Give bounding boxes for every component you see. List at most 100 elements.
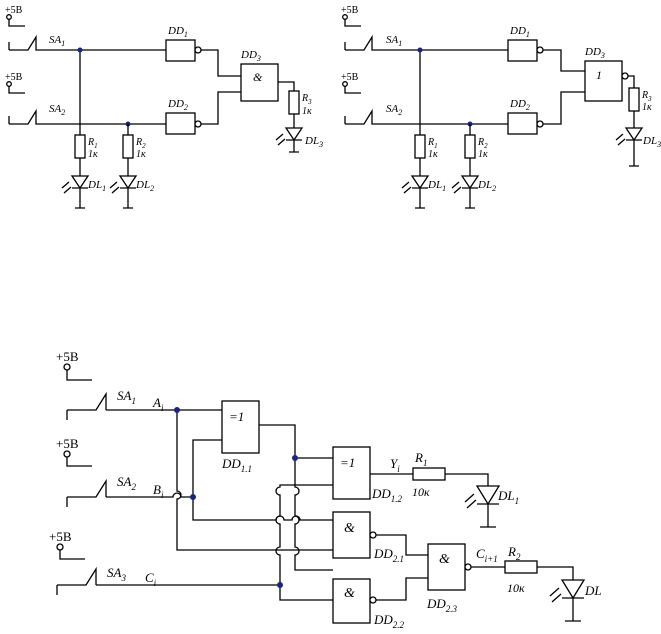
svg-text:&: & <box>344 521 355 536</box>
svg-text:+5B: +5B <box>5 72 23 83</box>
gate-dd2-2: & DD2.2 <box>332 578 405 630</box>
supply-terminal-2: +5B <box>56 436 92 467</box>
led-dl: DL <box>549 579 602 622</box>
wire-nand2-out <box>376 577 428 601</box>
wire-dd2-out <box>201 91 241 125</box>
supply-terminal-1: +5B <box>341 5 361 27</box>
svg-text:SA3: SA3 <box>107 565 126 583</box>
svg-text:1к: 1к <box>88 149 98 160</box>
junction-b <box>190 494 196 500</box>
wire-dd1-out <box>201 49 241 77</box>
label-output-y: Yi <box>390 456 400 474</box>
led-dl1: DL1 <box>401 175 446 209</box>
svg-text:=1: =1 <box>229 409 244 424</box>
wire-nand1-out <box>376 534 428 556</box>
wire-b <box>106 492 193 498</box>
gate-dd2-3: & DD2.3 <box>426 543 472 614</box>
label-input-c: Ci <box>145 570 157 588</box>
wire-c-up <box>275 484 333 585</box>
svg-text:R1: R1 <box>87 137 98 150</box>
svg-text:DL3: DL3 <box>304 135 323 149</box>
svg-text:DD2.2: DD2.2 <box>373 612 405 629</box>
svg-text:SA2: SA2 <box>49 103 65 117</box>
svg-text:R2: R2 <box>477 137 488 150</box>
resistor-r3: R3 1к <box>288 90 312 128</box>
supply-terminal-1: +5B <box>56 349 92 381</box>
svg-text:DD1.2: DD1.2 <box>371 486 403 504</box>
svg-text:DD2: DD2 <box>509 98 530 112</box>
gate-dd1-2: =1 DD1.2 <box>332 446 403 504</box>
supply-terminal-1: +5B <box>5 5 25 27</box>
svg-text:DD1: DD1 <box>167 25 188 39</box>
svg-text:10к: 10к <box>412 485 430 499</box>
wire-b-to-nand1 <box>192 497 333 521</box>
led-dl1: DL1 <box>61 175 106 209</box>
circuit-full-adder: +5B +5B +5B SA1 SA2 SA3 Ai Bi Ci <box>49 349 602 630</box>
svg-text:DD2: DD2 <box>167 98 188 112</box>
svg-text:1к: 1к <box>302 106 312 117</box>
svg-text:1к: 1к <box>478 149 488 160</box>
circuit-or: +5B SA1 +5B SA2 DD1 DD2 <box>341 5 661 209</box>
svg-text:R3: R3 <box>301 93 312 106</box>
svg-text:DL2: DL2 <box>135 179 154 193</box>
svg-text:SA1: SA1 <box>386 34 402 48</box>
svg-text:DD2.1: DD2.1 <box>373 546 404 564</box>
svg-text:DL: DL <box>584 583 602 598</box>
switch-sa1: SA1 <box>66 388 136 420</box>
svg-text:DL1: DL1 <box>427 179 446 193</box>
gate-dd1-1: =1 DD1.1 <box>221 400 260 474</box>
gate-dd1: DD1 <box>507 25 544 62</box>
svg-text:+5B: +5B <box>56 436 79 451</box>
svg-text:DD3: DD3 <box>584 46 605 60</box>
wire-c-down <box>279 585 333 601</box>
svg-text:DL1: DL1 <box>497 488 519 506</box>
wire-dd3-out <box>278 81 295 91</box>
junction-a <box>417 47 423 53</box>
resistor-r2: R2 1к <box>122 134 146 176</box>
svg-text:+5B: +5B <box>341 5 359 16</box>
led-dl2: DL2 <box>109 175 154 209</box>
svg-text:&: & <box>344 586 355 601</box>
led-dl2: DL2 <box>451 175 496 209</box>
svg-text:DD1.1: DD1.1 <box>221 456 252 474</box>
switch-sa1: SA1 <box>344 34 420 51</box>
switch-sa2: SA2 <box>8 103 166 125</box>
svg-text:SA1: SA1 <box>49 34 65 48</box>
svg-text:SA2: SA2 <box>117 474 136 492</box>
svg-text:R1: R1 <box>427 137 438 150</box>
junction-xor1 <box>292 455 298 461</box>
resistor-r1: R1 10к <box>412 450 489 499</box>
led-dl1: DL1 <box>464 485 519 528</box>
circuit-and: +5B SA1 +5B SA2 DD1 <box>5 5 323 209</box>
wire-xor1-out <box>259 424 333 459</box>
svg-text:DL1: DL1 <box>87 179 106 193</box>
label-input-a: Ai <box>152 395 164 413</box>
svg-text:DL2: DL2 <box>477 179 496 193</box>
gate-dd2: DD2 <box>165 98 202 135</box>
svg-text:R2: R2 <box>507 544 521 562</box>
switch-sa3: SA3 <box>56 565 126 595</box>
svg-text:+5B: +5B <box>49 529 72 544</box>
gate-dd2-1: & DD2.1 <box>332 511 404 564</box>
svg-text:1к: 1к <box>642 102 652 113</box>
gate-dd2: DD2 <box>507 98 544 135</box>
svg-text:&: & <box>439 552 450 567</box>
wire-dd1-out <box>543 49 585 72</box>
led-dl3: DL3 <box>275 127 323 153</box>
resistor-r3: R3 1к <box>628 87 652 128</box>
switch-sa2: SA2 <box>66 474 136 507</box>
switch-sa2: SA2 <box>344 103 508 125</box>
junction-a <box>174 407 180 413</box>
label-output-c: Ci+1 <box>476 546 498 564</box>
wire-dd3-out <box>628 75 635 88</box>
svg-text:+5B: +5B <box>341 72 359 83</box>
junction-c <box>277 582 283 588</box>
svg-text:1к: 1к <box>428 149 438 160</box>
svg-text:DL3: DL3 <box>642 135 661 149</box>
gate-dd1: DD1 <box>165 25 202 62</box>
svg-text:DD1: DD1 <box>509 25 530 39</box>
resistor-r1: R1 1к <box>414 134 438 176</box>
svg-text:+5B: +5B <box>56 349 79 364</box>
svg-text:DD2.3: DD2.3 <box>426 596 458 614</box>
svg-text:DD3: DD3 <box>240 49 261 63</box>
